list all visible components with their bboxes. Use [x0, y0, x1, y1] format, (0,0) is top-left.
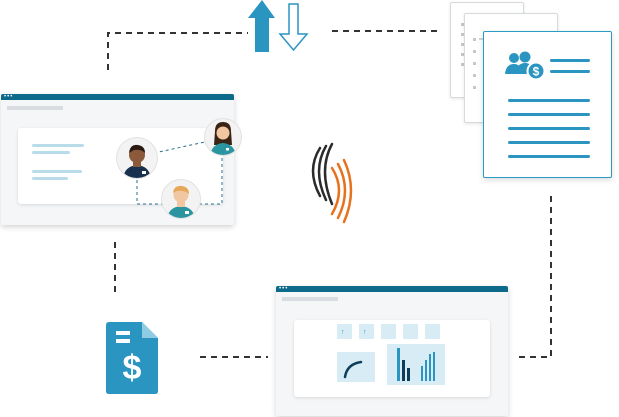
dashboard-tile[interactable]: ↑	[337, 324, 352, 339]
signal-waves-icon	[311, 142, 353, 224]
text-line	[32, 144, 84, 147]
doc-body-line	[508, 99, 590, 102]
text-line	[32, 170, 82, 173]
dashboard-panel: ↑ ↑	[294, 320, 490, 397]
dashboard-tile[interactable]	[403, 324, 418, 339]
window-title-bar: •••	[1, 94, 234, 100]
gauge-panel[interactable]	[337, 352, 375, 382]
sync-arrows-icon	[248, 0, 309, 52]
person-icon	[123, 144, 151, 178]
bar-chart-panel[interactable]	[387, 344, 445, 385]
gauge-icon	[343, 360, 363, 379]
billing-document[interactable]: $	[483, 31, 612, 178]
doc-header-line	[550, 59, 590, 62]
dashboard-tile[interactable]	[425, 324, 440, 339]
window-controls-icon: •••	[4, 94, 14, 100]
text-line	[32, 151, 70, 154]
person-avatar-3	[161, 179, 201, 219]
invoice-file-icon: $	[106, 322, 158, 394]
address-bar	[7, 106, 63, 110]
up-arrow-icon: ↑	[341, 329, 345, 336]
window-title-bar: •••	[276, 286, 508, 292]
doc-header-line	[550, 70, 590, 73]
address-bar	[282, 297, 338, 301]
text-line	[32, 177, 68, 180]
bar-chart-icon	[397, 348, 435, 381]
doc-body-line	[508, 113, 590, 116]
doc-body-line	[508, 155, 590, 158]
dashboard-window: ••• ↑ ↑	[276, 286, 508, 416]
person-avatar-2	[204, 118, 242, 156]
doc-body-line	[508, 141, 590, 144]
person-icon	[210, 122, 236, 155]
doc-body-line	[508, 127, 590, 130]
up-arrow-icon: ↑	[363, 329, 367, 336]
window-controls-icon: •••	[279, 286, 289, 292]
dollar-badge: $	[533, 65, 540, 79]
dashboard-tile[interactable]	[381, 324, 396, 339]
connector-top-left	[107, 32, 248, 70]
dashboard-tile[interactable]: ↑	[359, 324, 374, 339]
group-billing-icon: $	[505, 51, 546, 81]
person-icon	[167, 185, 195, 218]
person-avatar-1	[116, 137, 158, 179]
invoice-dollar-sign: $	[122, 349, 142, 387]
